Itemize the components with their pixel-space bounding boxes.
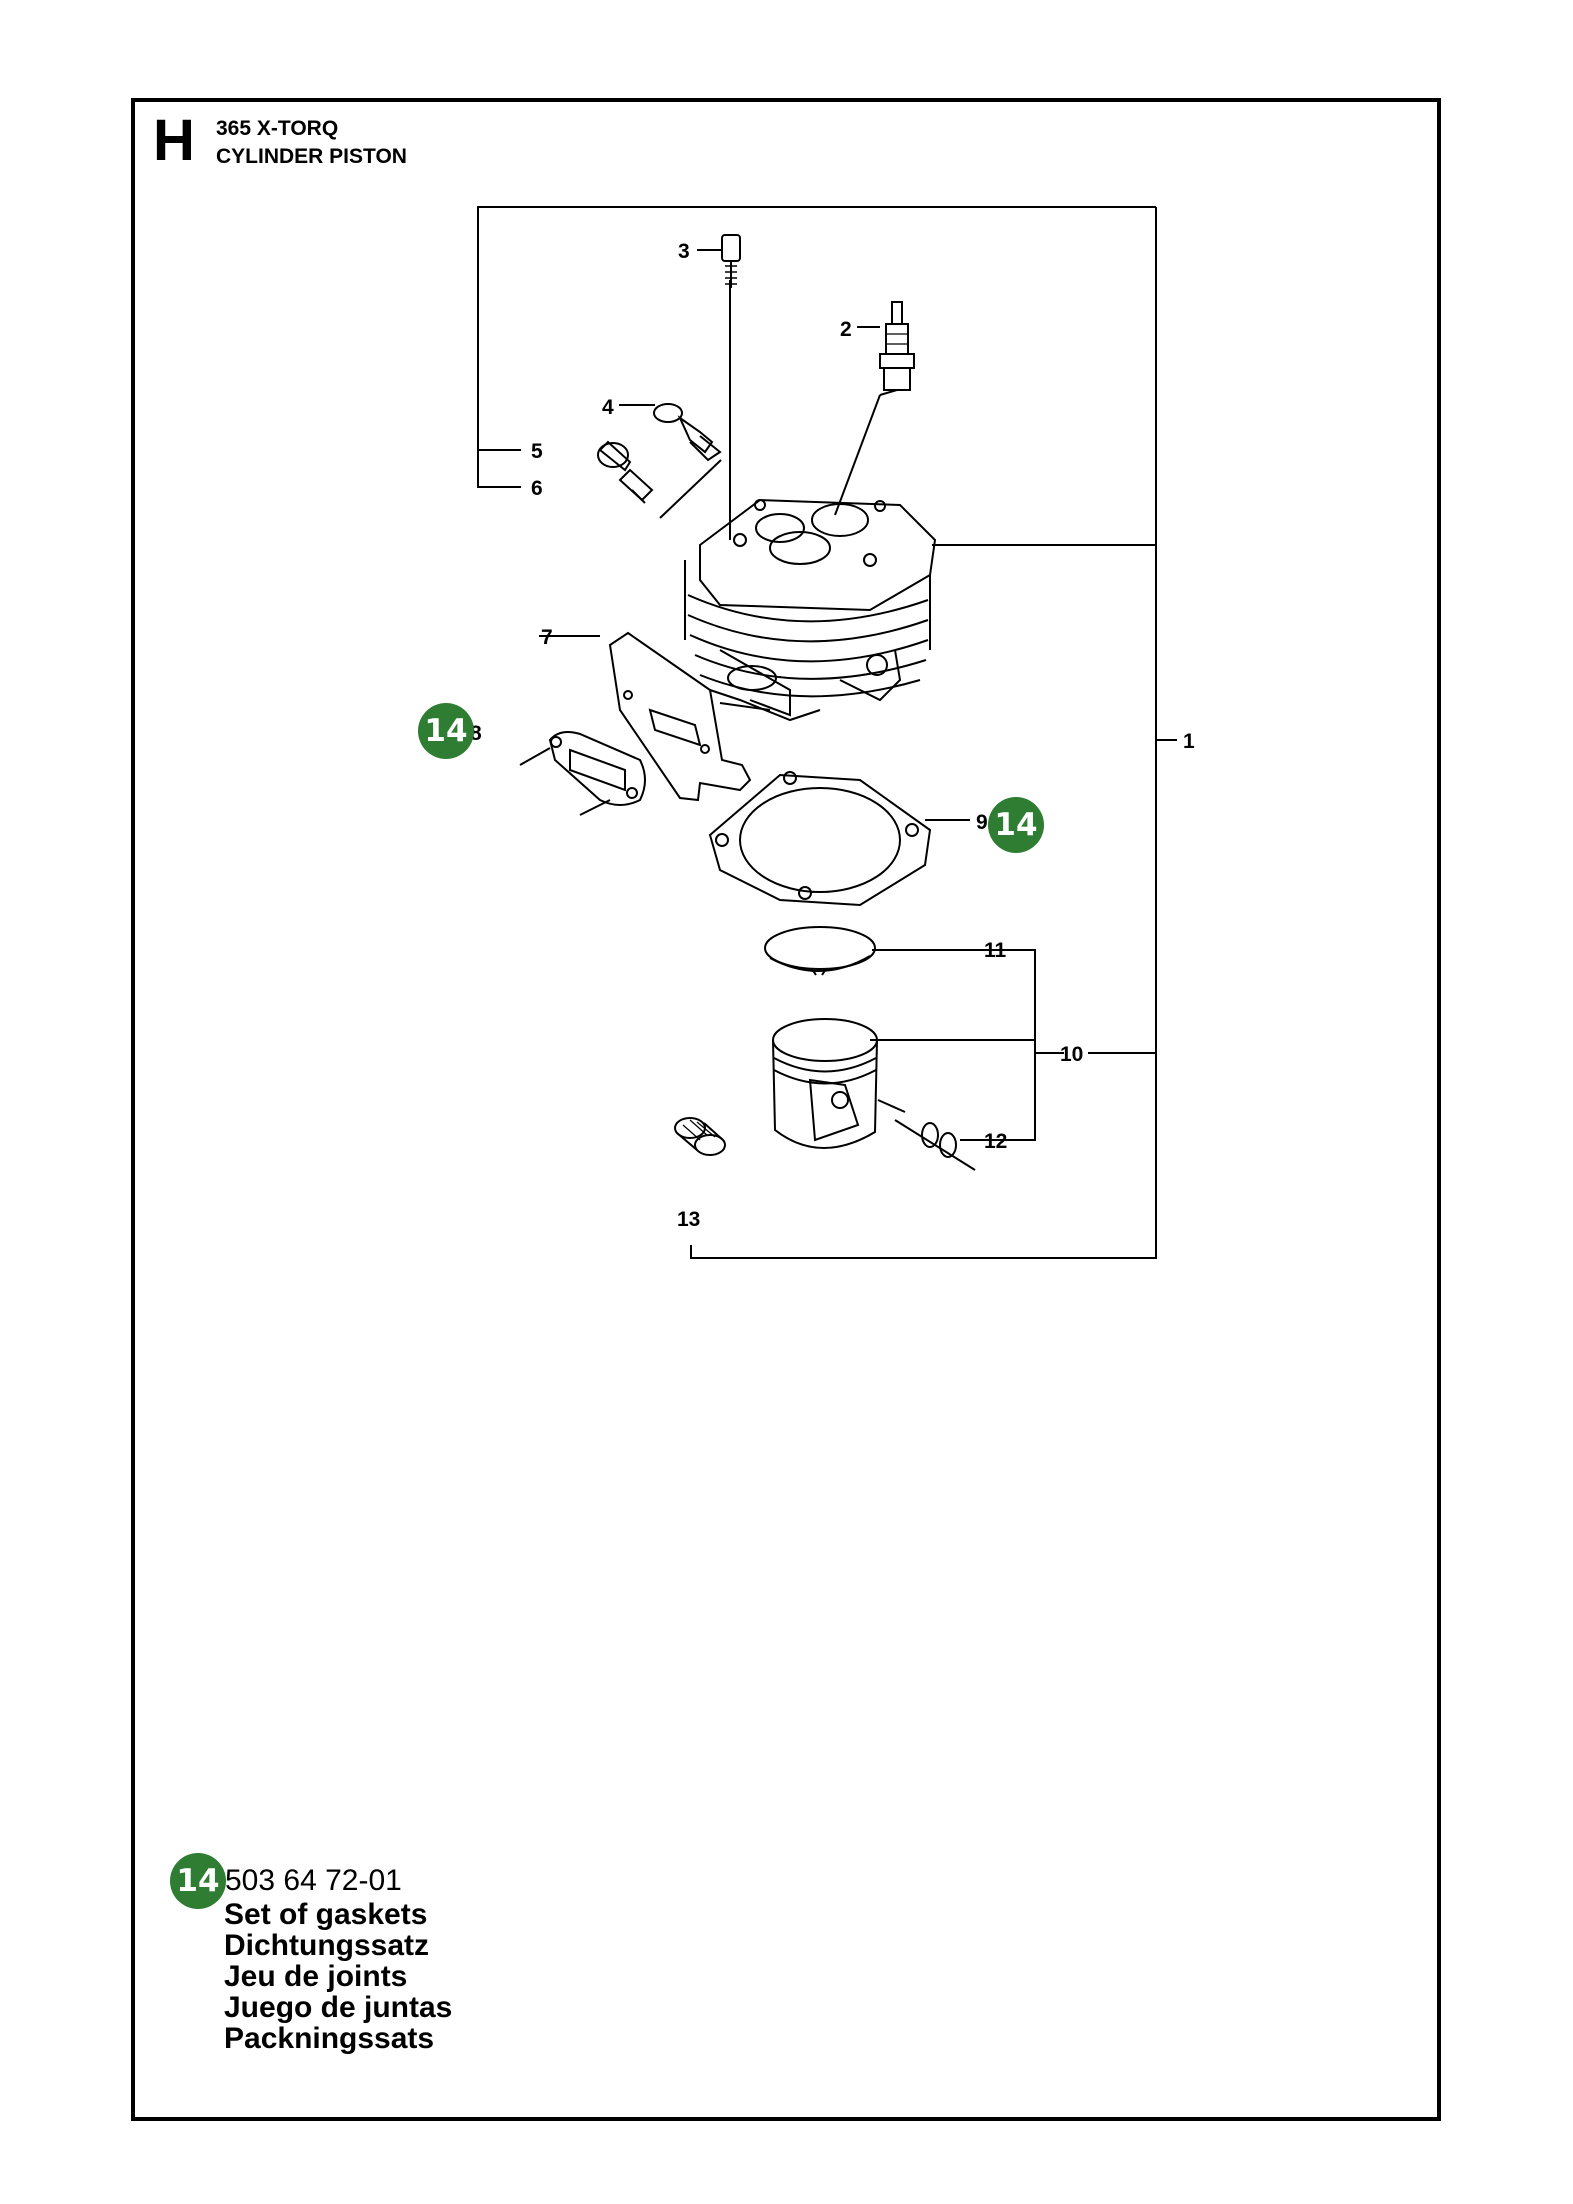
bracket-cylinder	[690, 207, 1157, 1259]
callout-2: 2	[840, 318, 852, 341]
callout-4: 4	[602, 396, 614, 419]
cylinder-base-gasket-part	[708, 771, 932, 907]
callout-12: 12	[984, 1130, 1007, 1153]
kit-desc-es: Juego de juntas	[224, 1991, 453, 2024]
callout-3: 3	[678, 240, 690, 263]
section-letter: H	[153, 108, 195, 173]
exhaust-gasket-part	[519, 731, 646, 816]
piston-pin-part	[877, 1099, 976, 1171]
section-title: CYLINDER PISTON	[216, 145, 407, 168]
plug-part	[597, 440, 654, 504]
piston-part	[772, 1018, 878, 1149]
bracket-kit-lines	[477, 206, 1156, 488]
callout-5: 5	[531, 440, 543, 463]
kit-badge-right: 14	[988, 797, 1044, 853]
callout-7: 7	[541, 626, 553, 649]
kit-desc-sv: Packningssats	[224, 2022, 435, 2055]
kit-part-number: 503 64 72-01	[225, 1864, 402, 1897]
bolt-part	[721, 234, 741, 288]
model-name: 365 X-TORQ	[216, 117, 339, 140]
kit-legend-badge: 14	[170, 1853, 226, 1909]
callout-10: 10	[1060, 1043, 1083, 1066]
heat-shield-part	[608, 631, 752, 802]
piston-ring-part	[764, 926, 876, 976]
callout-6: 6	[531, 477, 543, 500]
callout-11: 11	[984, 939, 1007, 962]
decomp-valve-part	[653, 403, 722, 462]
needle-bearing-part	[674, 1117, 726, 1156]
bracket-piston	[1017, 949, 1036, 1141]
spark-plug-part	[879, 301, 915, 396]
callout-13: 13	[677, 1208, 700, 1231]
kit-badge-left: 14	[418, 703, 474, 759]
kit-desc-de: Dichtungssatz	[224, 1929, 430, 1962]
callout-9: 9	[976, 811, 988, 834]
kit-desc-fr: Jeu de joints	[224, 1960, 408, 1993]
page-frame	[131, 98, 1441, 2121]
callout-1: 1	[1183, 730, 1195, 753]
kit-desc-en: Set of gaskets	[224, 1898, 428, 1931]
cylinder-part	[684, 498, 937, 722]
